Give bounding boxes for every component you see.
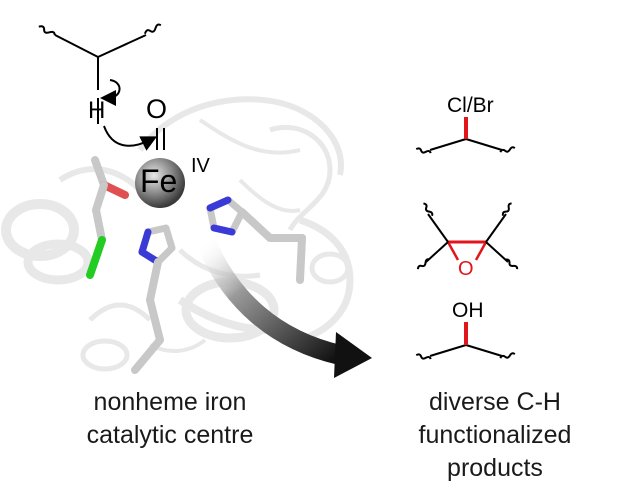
wavy-bond-icon bbox=[423, 202, 434, 217]
histidine-left bbox=[131, 224, 176, 374]
products-caption: diverse C-H functionalized products bbox=[375, 386, 615, 485]
product-halogenated bbox=[415, 117, 516, 154]
caption-line: diverse C-H bbox=[429, 388, 561, 416]
carboxylate-residue bbox=[86, 156, 129, 279]
product-epoxide bbox=[416, 202, 519, 270]
wavy-bond-icon bbox=[499, 352, 516, 359]
oxo-label: O bbox=[146, 94, 167, 124]
caption-line: catalytic centre bbox=[86, 421, 254, 449]
wavy-bond-icon bbox=[143, 23, 162, 35]
epoxide-oxygen-label: O bbox=[458, 258, 474, 280]
caption-line: functionalized products bbox=[418, 421, 572, 482]
iron-label: Fe bbox=[140, 163, 177, 199]
histidine-right bbox=[206, 196, 306, 284]
wavy-bond-icon bbox=[415, 353, 432, 360]
hydroxyl-label: OH bbox=[452, 299, 484, 322]
substrate-fragment bbox=[38, 23, 162, 124]
caption-line: nonheme iron bbox=[93, 388, 247, 416]
wavy-bond-icon bbox=[416, 258, 430, 270]
halogen-label: Cl/Br bbox=[447, 94, 494, 117]
oxidation-state-label: IV bbox=[191, 155, 211, 177]
hat-arrow-icon bbox=[103, 125, 158, 151]
wavy-bond-icon bbox=[499, 146, 516, 153]
curly-arrow-icon bbox=[100, 79, 121, 106]
iron-sphere bbox=[135, 158, 185, 208]
product-hydroxylated bbox=[415, 322, 516, 360]
reaction-scheme: H O Fe IV bbox=[1, 23, 519, 378]
wavy-bond-icon bbox=[38, 25, 56, 36]
hydrogen-label: H bbox=[88, 97, 105, 124]
wavy-bond-icon bbox=[505, 258, 519, 270]
active-site-caption: nonheme iron catalytic centre bbox=[20, 386, 320, 452]
wavy-bond-icon bbox=[501, 202, 512, 216]
reaction-arrow-icon bbox=[195, 236, 372, 378]
wavy-bond-icon bbox=[415, 147, 432, 154]
